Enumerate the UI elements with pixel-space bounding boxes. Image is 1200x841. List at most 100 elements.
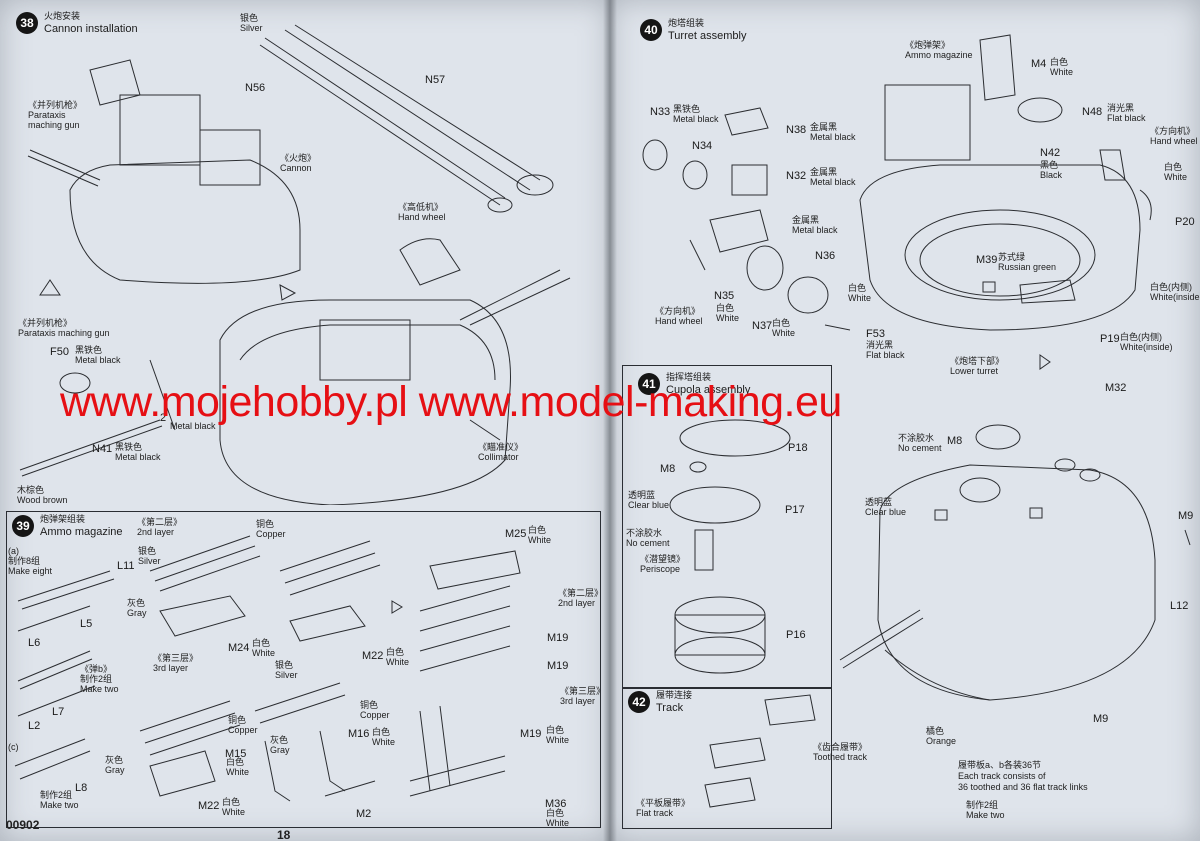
step-39-frame xyxy=(6,511,601,828)
gray2-en: Gray xyxy=(270,745,290,755)
part-m25: M25 xyxy=(505,528,527,540)
make2b-zh: 制作2组 xyxy=(40,790,73,800)
n32-en: Metal black xyxy=(810,177,856,187)
parataxis-en1: Parataxis xyxy=(28,110,66,120)
n35-en: White xyxy=(716,313,740,323)
step-42-number: 42 xyxy=(628,691,650,713)
periscope-en: Periscope xyxy=(640,564,681,574)
ammo-magazine-drawing xyxy=(14,535,521,802)
part-l8: L8 xyxy=(75,782,88,794)
n32-zh: 金属黑 xyxy=(810,167,838,177)
f50-en: Metal black xyxy=(75,355,121,365)
part-m19a: M19 xyxy=(547,632,569,644)
n37-en: White xyxy=(772,328,796,338)
part-n48: N48 xyxy=(1082,106,1103,118)
gray3-en: Gray xyxy=(105,765,125,775)
m36-zh: 白色 xyxy=(546,808,565,818)
ammo-zh: 《炮弹架》 xyxy=(905,40,951,50)
orange-zh: 橘色 xyxy=(926,726,945,736)
part-m24: M24 xyxy=(228,642,250,654)
part-l5: L5 xyxy=(80,618,93,630)
wood-en: Wood brown xyxy=(17,495,68,505)
mb-zh: 金属黑 xyxy=(792,215,820,225)
layer3b-en: 3rd layer xyxy=(560,696,596,706)
m39-en: Russian green xyxy=(998,262,1057,272)
part-f50: F50 xyxy=(50,346,69,358)
gray3-zh: 灰色 xyxy=(105,755,124,765)
part-m2: M2 xyxy=(356,808,372,820)
lower-en: Lower turret xyxy=(950,366,999,376)
part-p17: P17 xyxy=(785,504,805,516)
parataxis2-zh: 《并列机枪》 xyxy=(18,318,73,328)
clear-en: Clear blue xyxy=(628,500,670,510)
part-m9b: M9 xyxy=(1093,713,1109,725)
n42-en: Black xyxy=(1040,170,1063,180)
flat-zh: 《平板履带》 xyxy=(636,798,691,808)
part-n42: N42 xyxy=(1040,147,1061,159)
part-p18: P18 xyxy=(788,442,808,454)
track-note-zh: 履带板a、b各装36节 xyxy=(958,760,1042,770)
make2-en: Make two xyxy=(80,684,119,694)
n35-zh: 白色 xyxy=(716,303,735,313)
layer3-zh: 《第三层》 xyxy=(153,653,199,663)
part-n35: N35 xyxy=(714,290,735,302)
n33-en: Metal black xyxy=(673,114,719,124)
nocement-zh: 不涂胶水 xyxy=(626,528,663,538)
silver2-zh: 银色 xyxy=(138,546,157,556)
copper-en: Copper xyxy=(256,529,286,539)
turret-assembly-drawing xyxy=(642,34,1191,808)
ammo-en: Ammo magazine xyxy=(905,50,973,60)
m25-en: White xyxy=(528,535,552,545)
part-m36: M36 xyxy=(545,798,567,810)
m16-zh: 白色 xyxy=(372,727,391,737)
step-41-frame xyxy=(622,365,832,689)
step-39-title-en: Ammo magazine xyxy=(40,526,123,538)
parataxis-zh: 《并列机枪》 xyxy=(28,100,83,110)
f53-zh: 消光黑 xyxy=(866,340,894,350)
step-42-frame xyxy=(622,687,832,829)
part-n33: N33 xyxy=(650,106,671,118)
silver-label-en: Silver xyxy=(240,23,263,33)
toothed-en: Toothed track xyxy=(813,752,868,762)
nocement2-zh: 不涂胶水 xyxy=(898,433,935,443)
n41-zh: 黑铁色 xyxy=(115,442,143,452)
parataxis-en2: maching gun xyxy=(28,120,80,130)
make2b-en: Make two xyxy=(40,800,79,810)
step-38-number: 38 xyxy=(16,12,38,34)
make8-zh: 制作8组 xyxy=(8,556,41,566)
n36-en: White xyxy=(848,293,872,303)
step-40-title-en: Turret assembly xyxy=(668,30,747,42)
white-zh: 白色 xyxy=(1164,162,1183,172)
wood-zh: 木棕色 xyxy=(17,485,45,495)
cannon-installation-drawing xyxy=(19,24,571,505)
white-inside-zh: 白色(内侧) xyxy=(1150,282,1192,292)
part-m8b: M8 xyxy=(947,435,963,447)
cannon-zh: 《火炮》 xyxy=(280,153,317,163)
step-42-title-zh: 履带连接 xyxy=(656,691,693,701)
part-n38: N38 xyxy=(786,124,807,136)
part-m32: M32 xyxy=(1105,382,1127,394)
n38-zh: 金属黑 xyxy=(810,122,838,132)
m24-en: White xyxy=(252,648,276,658)
part-f53: F53 xyxy=(866,328,885,340)
part-m16: M16 xyxy=(348,728,370,740)
a-label: (a) xyxy=(8,546,19,556)
part-m22b: M22 xyxy=(198,800,220,812)
part-n32: N32 xyxy=(786,170,807,182)
m36-en: White xyxy=(546,818,570,828)
m22a-en: White xyxy=(386,657,410,667)
step-42-header: 42 履带连接 Track xyxy=(628,690,692,714)
part-n34: N34 xyxy=(692,140,713,152)
n33-zh: 黑铁色 xyxy=(673,104,701,114)
part-m4: M4 xyxy=(1031,58,1047,70)
m19c-en: White xyxy=(546,735,570,745)
copper4-zh: 铜色 xyxy=(228,715,247,725)
cannon-en: Cannon xyxy=(280,163,312,173)
m22b-en: White xyxy=(222,807,246,817)
part-m22a: M22 xyxy=(362,650,384,662)
maketwo-en: Make two xyxy=(966,810,1005,820)
gray2-zh: 灰色 xyxy=(270,735,289,745)
flat-en: Flat track xyxy=(636,808,674,818)
part-l12: L12 xyxy=(1170,600,1189,612)
part-m39: M39 xyxy=(976,254,998,266)
